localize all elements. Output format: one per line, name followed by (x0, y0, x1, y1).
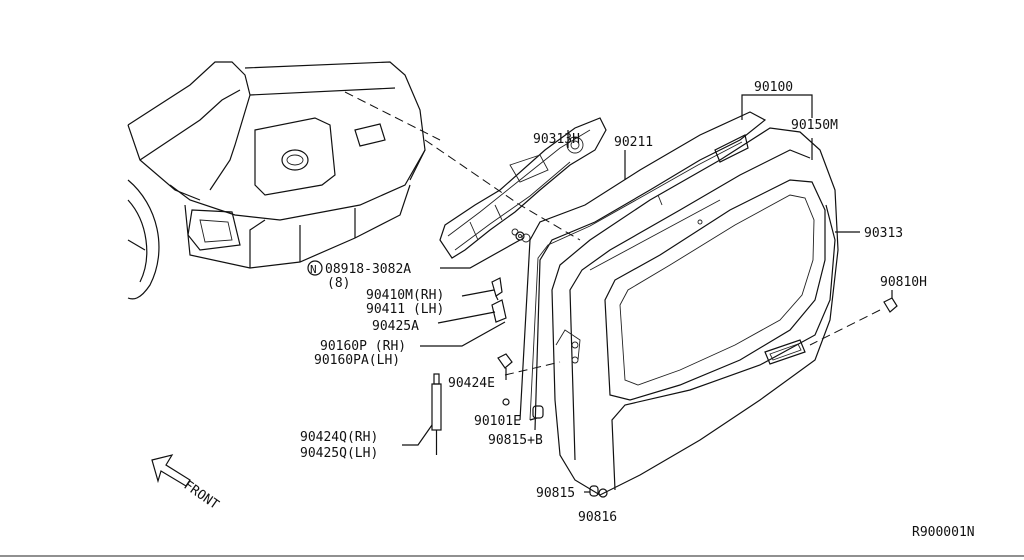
reference-code: R900001N (912, 525, 975, 540)
label-90425q: 90425Q(LH) (300, 446, 378, 461)
label-08918-qty: (8) (327, 276, 350, 291)
circled-n-symbol (307, 260, 323, 276)
back-door-assembly (519, 111, 839, 496)
label-90313: 90313 (864, 226, 903, 241)
label-90411: 90411 (LH) (366, 302, 444, 317)
label-90100: 90100 (754, 80, 793, 95)
label-90424q: 90424Q(RH) (300, 430, 378, 445)
front-direction-label: FRONT (181, 478, 222, 513)
vehicle-rear-body (127, 61, 426, 300)
label-90211: 90211 (614, 135, 653, 150)
label-90424e: 90424E (448, 376, 495, 391)
bracket-90425a (491, 299, 507, 323)
label-90150m: 90150M (791, 118, 838, 133)
clip-90816 (598, 488, 608, 498)
fastener-90810h (883, 297, 898, 313)
front-arrow-icon (151, 454, 191, 487)
clip-90101e (502, 398, 510, 406)
bolt-90410m (491, 277, 503, 301)
label-90815b: 90815+B (488, 433, 543, 448)
leader-lines (402, 94, 893, 493)
label-90810h: 90810H (880, 275, 927, 290)
bumper-90815 (589, 485, 599, 497)
label-90425a: 90425A (372, 319, 419, 334)
label-90160p: 90160P (RH) (320, 339, 406, 354)
nut-90424e (497, 353, 513, 369)
label-90101e: 90101E (474, 414, 521, 429)
label-08918-3082a: 08918-3082A (325, 262, 411, 277)
label-90313h: 90313H (533, 132, 580, 147)
circled-n-letter: N (310, 263, 317, 276)
label-90816: 90816 (578, 510, 617, 525)
bumper-90815b (532, 405, 544, 419)
alignment-line-upper (344, 91, 441, 141)
alignment-line-right (809, 309, 881, 346)
alignment-line-lower (424, 139, 581, 241)
label-90160pa: 90160PA(LH) (314, 353, 400, 368)
label-90815: 90815 (536, 486, 575, 501)
stay-90424q (431, 373, 442, 455)
finisher-panel-90313h (439, 117, 607, 259)
label-90410m: 90410M(RH) (366, 288, 444, 303)
